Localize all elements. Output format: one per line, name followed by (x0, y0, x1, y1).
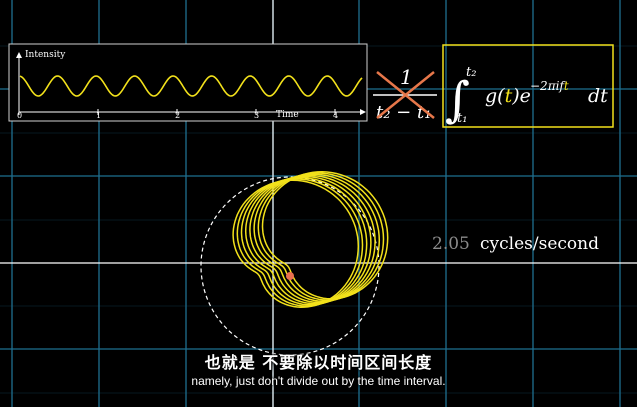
winding-loops (232, 171, 389, 308)
integrand: g(t)e (485, 85, 531, 107)
integrand-close: )e (511, 85, 531, 107)
exponent-f: f (558, 79, 566, 93)
exponent: −2πift (530, 79, 569, 93)
integral-lower-limit: t₁ (457, 111, 467, 126)
winding-loop (261, 171, 389, 300)
frequency-value: 2.05 (432, 234, 470, 254)
waveform-panel-frame (8, 43, 368, 122)
formula-numerator: 1 (400, 65, 413, 89)
waveform-y-label: Intensity (25, 50, 66, 60)
waveform-panel: Intensity Time 0 1 2 3 4 (8, 43, 368, 122)
x-tick-label: 2 (175, 111, 180, 120)
winding-loop (253, 173, 381, 302)
winding-loop (244, 175, 372, 305)
waveform-x-label: Time (276, 110, 299, 120)
waveform-x-ticks: 0 1 2 3 4 (17, 109, 338, 120)
exponent-coefficient: −2πi (530, 79, 560, 93)
strike-through-cross-b (376, 71, 435, 119)
frequency-unit: cycles/second (480, 234, 599, 254)
winding-graph (200, 171, 389, 356)
winding-loop (236, 178, 364, 307)
integrand-dt: dt (588, 85, 608, 107)
subtitle-chinese: 也就是 不要除以时间区间长度 (204, 353, 433, 372)
y-axis-arrow-icon (16, 52, 22, 58)
intensity-waveform (19, 75, 363, 97)
fourier-formula: 1 t₂ − t₁ ∫ t₂ t₁ g(t)e −2πift dt (373, 44, 614, 128)
integral-sign: ∫ (445, 72, 470, 128)
integrand-t: t (505, 85, 513, 107)
formula-highlight-box (442, 44, 614, 128)
winding-loop (232, 179, 360, 308)
x-tick-label: 3 (254, 111, 259, 120)
center-of-mass-dot (286, 272, 294, 280)
winding-loop (240, 177, 368, 306)
unit-circle-dashed (200, 176, 380, 356)
x-axis-arrow-icon (360, 109, 366, 115)
subtitle-english: namely, just don't divide out by the tim… (191, 374, 446, 388)
winding-loop (249, 174, 376, 304)
winding-loop (257, 172, 385, 301)
frequency-readout: 2.05 cycles/second (432, 234, 599, 254)
integral-upper-limit: t₂ (466, 65, 476, 80)
x-tick-label: 1 (96, 111, 101, 120)
integrand-g: g( (485, 85, 505, 107)
exponent-t: t (564, 79, 569, 93)
x-tick-label: 0 (17, 111, 22, 120)
x-tick-label: 4 (333, 111, 338, 120)
